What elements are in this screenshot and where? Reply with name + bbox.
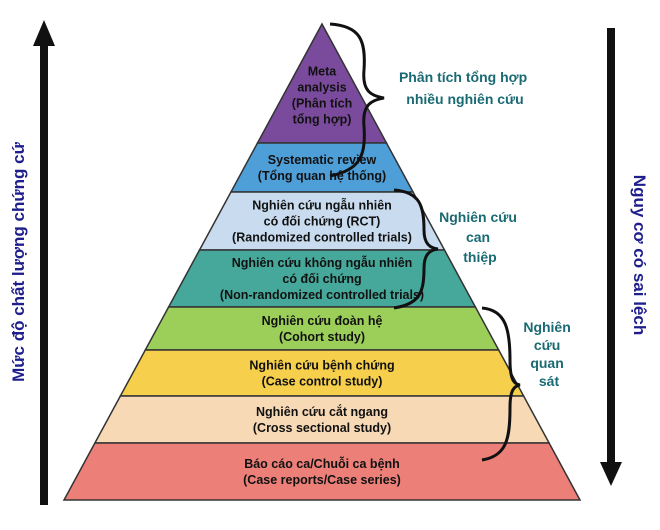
pyramid-level-label: Systematic review (Tổng quan hệ thống) xyxy=(258,153,386,183)
pyramid-level-label-line: (Case reports/Case series) xyxy=(243,473,401,487)
pyramid-level-label-line: Meta xyxy=(308,65,338,79)
pyramid-level-label-line: (Randomized controlled trials) xyxy=(232,231,412,245)
pyramid-level-label-line: Báo cáo ca/Chuỗi ca bệnh xyxy=(244,456,400,471)
group-label-line: quan xyxy=(530,355,563,371)
pyramid-level-label-line: (Tổng quan hệ thống) xyxy=(258,169,386,183)
group-label-observational: Nghiên cứu quan sát xyxy=(523,319,574,389)
pyramid-level-label: Nghiên cứu cắt ngang (Cross sectional stu… xyxy=(253,404,391,435)
group-label-intervention: Nghiên cứu can thiệp xyxy=(439,209,521,265)
pyramid-level-label: Nghiên cứu ngẫu nhiên có đối chứng (RCT) (… xyxy=(232,198,412,245)
brace-meta-analysis xyxy=(329,22,385,178)
bias-arrow-head-icon xyxy=(600,462,622,486)
pyramid-layers: Meta analysis (Phân tích tổng hợp) Systemati… xyxy=(62,22,582,501)
pyramid-level-label-line: Nghiên cứu bệnh chứng xyxy=(249,359,394,373)
pyramid-level-label-line: có đối chứng (RCT) xyxy=(264,215,381,229)
pyramid-level-label: Nghiên cứu không ngẫu nhiên có đối chứng (… xyxy=(220,255,424,302)
group-label-line: Phân tích tổng hợp xyxy=(399,69,527,85)
pyramid-level-label-line: Systematic review xyxy=(268,153,377,167)
brace-observational xyxy=(481,306,521,462)
left-axis-label: Mức độ chất lượng chứng cứ xyxy=(9,141,28,382)
group-label-line: can xyxy=(466,229,490,245)
pyramid-level-label-line: (Cohort study) xyxy=(279,330,365,344)
group-label-line: cứu xyxy=(534,337,560,353)
group-label-line: nhiều nghiên cứu xyxy=(406,91,523,107)
pyramid-level-label-line: Nghiên cứu cắt ngang xyxy=(256,404,388,419)
pyramid-level-label-line: tổng hợp) xyxy=(293,113,352,127)
pyramid-level-label-line: (Cross sectional study) xyxy=(253,421,391,435)
pyramid-level-label-line: (Non-randomized controlled trials) xyxy=(220,288,424,302)
group-label-line: Nghiên cứu xyxy=(439,209,517,225)
right-axis-label: Nguy cơ có sai lệch xyxy=(630,175,649,335)
pyramid-level-label-line: analysis xyxy=(297,81,346,95)
pyramid-level-label-line: Nghiên cứu ngẫu nhiên xyxy=(252,198,392,213)
pyramid-level-label-line: (Phân tích xyxy=(292,97,352,111)
pyramid-level-label: Nghiên cứu bệnh chứng (Case control study… xyxy=(249,359,394,389)
pyramid-level-label: Meta analysis (Phân tích tổng hợp) xyxy=(292,65,352,127)
pyramid-level-label-line: Nghiên cứu đoàn hệ xyxy=(262,314,383,328)
pyramid-level-6 xyxy=(119,349,525,397)
group-label-line: Nghiên xyxy=(523,319,570,335)
pyramid-level-label-line: Nghiên cứu không ngẫu nhiên xyxy=(232,255,413,270)
quality-arrow-head-icon xyxy=(33,20,55,46)
brace-intervention xyxy=(393,188,439,310)
group-label-meta: Phân tích tổng hợp nhiều nghiên cứu xyxy=(399,69,531,107)
pyramid-level-label-line: có đối chứng xyxy=(282,272,361,286)
group-label-line: sát xyxy=(539,373,560,389)
pyramid-level-8 xyxy=(62,442,582,501)
pyramid-level-7 xyxy=(93,395,551,444)
pyramid-level-label: Báo cáo ca/Chuỗi ca bệnh (Case reports/Ca… xyxy=(243,456,401,487)
pyramid-level-label-line: (Case control study) xyxy=(262,375,383,389)
group-label-line: thiệp xyxy=(463,249,496,265)
pyramid-level-label: Nghiên cứu đoàn hệ (Cohort study) xyxy=(262,314,383,344)
pyramid-level-2 xyxy=(229,142,415,193)
